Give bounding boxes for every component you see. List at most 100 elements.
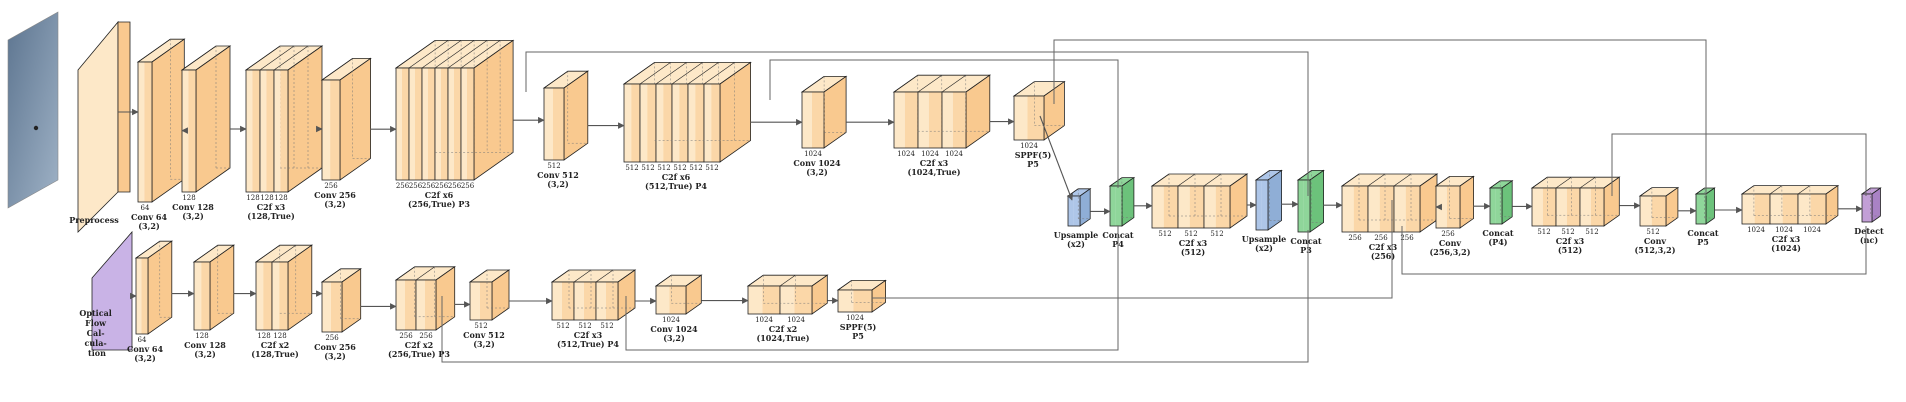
head-c2f_h256-ch-0: 256	[1348, 234, 1362, 242]
head-c2f_h512-ch-0: 512	[1158, 230, 1171, 238]
head-block-concat_p5	[1694, 187, 1716, 225]
rgb-block-c2f_1024	[892, 74, 992, 149]
flow-c2f_128-ch-0: 128	[257, 332, 270, 340]
rgb-label-sppf: SPPF(5)P5	[1015, 150, 1052, 169]
flow-label-conv256: Conv 256(3,2)	[314, 342, 356, 361]
head-conv_h512-ch-0: 512	[1646, 228, 1659, 236]
flow-c2f_256-ch-0: 256	[399, 332, 413, 340]
flow-label-sppf: SPPF(5)P5	[840, 322, 877, 341]
skip-head-p3-out	[1401, 226, 1867, 275]
rgb-c2f_256-ch-5: 256	[461, 182, 475, 190]
skip-p4-flow	[625, 226, 1119, 351]
rgb-c2f_256-ch-2: 256	[422, 182, 436, 190]
sppf-to-head-arrow	[1039, 115, 1073, 201]
skip-p4-rgb	[769, 59, 1119, 188]
optical-flow-line-2: Flow	[85, 318, 107, 328]
head-label-concat_p4b: Concat(P4)	[1482, 228, 1514, 247]
flow-block-conv64	[134, 240, 174, 335]
skip-head-p4-out	[1611, 133, 1867, 196]
head-label-c2f_h256: C2f x3(256)	[1369, 242, 1398, 261]
rgb-block-sppf	[1012, 80, 1066, 141]
head-c2f_h1024-ch-0: 1024	[1747, 226, 1765, 234]
rgb-block-conv128	[180, 45, 232, 193]
flow-conv1024-ch-0: 1024	[662, 316, 680, 324]
flow-c2f_256-ch-1: 256	[419, 332, 433, 340]
head-block-concat_p3	[1296, 169, 1325, 233]
head-block-concat_p4	[1108, 176, 1136, 227]
optical-flow-block	[91, 230, 133, 351]
rgb-conv512-ch-0: 512	[547, 162, 560, 170]
head-label-conv_h256: Conv(256,3,2)	[1430, 238, 1471, 257]
flow-label-conv512: Conv 512(3,2)	[463, 330, 505, 349]
flow-label-c2f_1024: C2f x2(1024,True)	[756, 324, 809, 343]
head-block-detect	[1860, 187, 1882, 223]
rgb-c2f_256-ch-0: 256	[396, 182, 410, 190]
head-block-c2f_h512b	[1530, 176, 1621, 227]
optical-flow-line-3: Cal-	[87, 328, 105, 338]
rgb-block-c2f_128	[244, 45, 324, 193]
head-label-detect: Detect(nc)	[1854, 226, 1884, 245]
input-image	[7, 11, 59, 209]
flow-sppf-ch-0: 1024	[846, 314, 864, 322]
rgb-c2f_128-ch-0: 128	[246, 194, 259, 202]
rgb-label-c2f_256: C2f x6(256,True) P3	[408, 190, 470, 209]
rgb-block-conv1024	[800, 75, 848, 149]
flow-block-c2f_512	[550, 269, 637, 321]
head-block-c2f_h512	[1150, 173, 1249, 229]
rgb-c2f_256-ch-1: 256	[409, 182, 423, 190]
head-block-c2f_h1024	[1740, 184, 1840, 225]
rgb-label-c2f_512: C2f x6(512,True) P4	[645, 172, 707, 191]
head-label-c2f_h1024: C2f x3(1024)	[1771, 234, 1801, 253]
rgb-block-conv64	[136, 38, 186, 203]
head-block-conv_h512	[1638, 186, 1680, 227]
head-label-c2f_h512b: C2f x3(512)	[1556, 236, 1585, 255]
optical-flow-line-5: tion	[88, 348, 106, 358]
flow-c2f_1024-ch-0: 1024	[755, 316, 773, 324]
rgb-conv256-ch-0: 256	[324, 182, 338, 190]
rgb-block-c2f_256	[394, 39, 515, 181]
rgb-label-conv512: Conv 512(3,2)	[537, 170, 579, 189]
flow-label-conv64: Conv 64(3,2)	[127, 344, 164, 363]
rgb-block-conv256	[320, 57, 372, 181]
rgb-c2f_512-ch-4: 512	[689, 164, 702, 172]
preprocess-label: Preprocess	[69, 215, 119, 225]
rgb-c2f_1024-ch-0: 1024	[897, 150, 915, 158]
head-c2f_h512b-ch-1: 512	[1561, 228, 1574, 236]
optical-flow-line-4: cula-	[84, 338, 106, 348]
head-c2f_h1024-ch-2: 1024	[1803, 226, 1821, 234]
head-c2f_h256-ch-2: 256	[1400, 234, 1414, 242]
flow-label-c2f_256: C2f x2(256,True) P3	[388, 340, 450, 359]
head-label-upsample2: Upsample(x2)	[1242, 234, 1286, 253]
flow-conv256-ch-0: 256	[325, 334, 339, 342]
head-c2f_h512-ch-1: 512	[1184, 230, 1197, 238]
head-label-conv_h512: Conv(512,3,2)	[1635, 236, 1676, 255]
flow-block-sppf	[836, 279, 887, 313]
flow-c2f_512-ch-0: 512	[556, 322, 569, 330]
head-block-upsample1	[1066, 188, 1092, 227]
rgb-c2f_256-ch-4: 256	[448, 182, 462, 190]
head-conv_h256-ch-0: 256	[1441, 230, 1455, 238]
flow-c2f_512-ch-1: 512	[578, 322, 591, 330]
rgb-c2f_256-ch-3: 256	[435, 182, 449, 190]
rgb-label-c2f_128: C2f x3(128,True)	[247, 202, 295, 221]
flow-block-conv256	[320, 268, 362, 333]
rgb-c2f_512-ch-5: 512	[705, 164, 718, 172]
flow-c2f_1024-ch-1: 1024	[787, 316, 805, 324]
rgb-c2f_128-ch-2: 128	[274, 194, 287, 202]
flow-block-conv1024	[654, 274, 703, 315]
head-label-c2f_h512: C2f x3(512)	[1179, 238, 1208, 257]
head-block-c2f_h256	[1340, 173, 1439, 233]
rgb-block-c2f_512	[622, 61, 752, 163]
rgb-label-c2f_1024: C2f x3(1024,True)	[907, 158, 960, 177]
preprocess-block	[77, 20, 131, 233]
flow-block-conv512	[468, 269, 511, 321]
head-block-conv_h256	[1434, 175, 1475, 229]
flow-conv128-ch-0: 128	[195, 332, 208, 340]
flow-label-c2f_128: C2f x2(128,True)	[251, 340, 299, 359]
flow-conv64-ch-0: 64	[138, 336, 147, 344]
rgb-conv128-ch-0: 128	[182, 194, 195, 202]
